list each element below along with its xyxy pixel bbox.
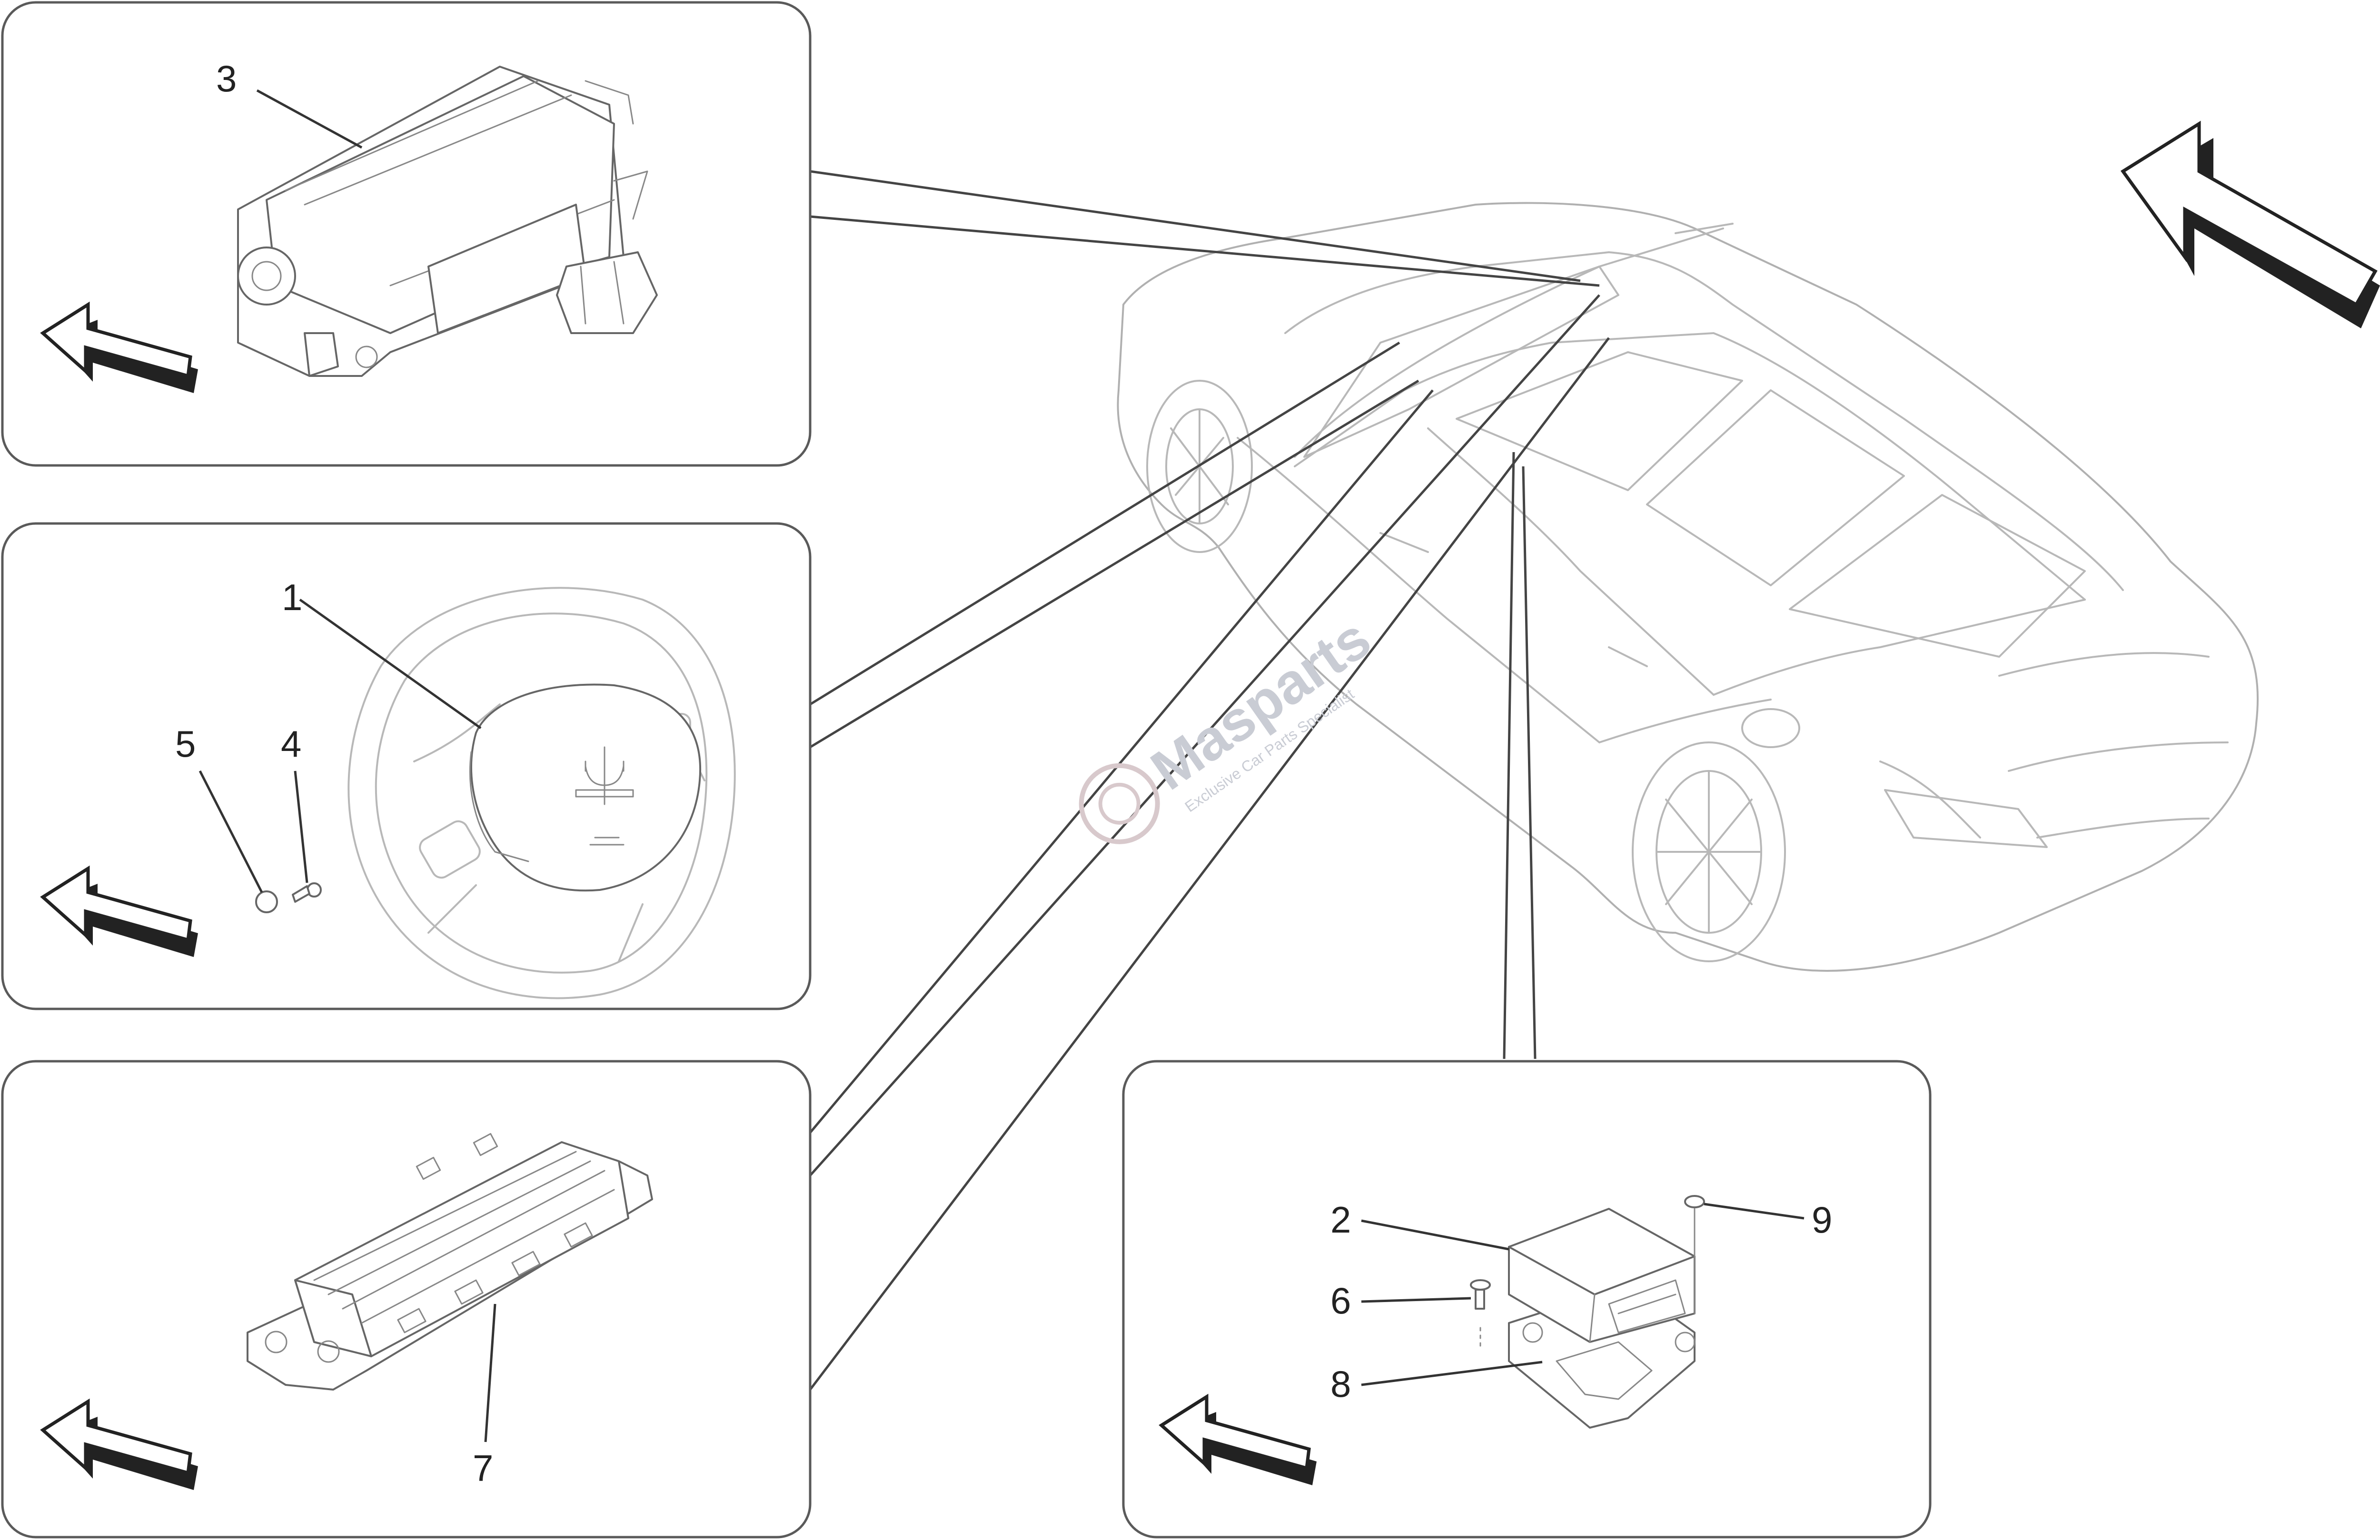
callout-number-8: 8 (1330, 1363, 1351, 1405)
callout-number-1: 1 (282, 576, 302, 618)
callout-number-7: 7 (473, 1447, 493, 1489)
panel-side-airbag: 3 (1, 1, 812, 467)
trident-logo (575, 746, 634, 805)
panel-steering-airbag: 1 4 5 (1, 522, 812, 1010)
callout-number-4: 4 (281, 723, 301, 765)
masparts-watermark: Masparts Exclusive Car Parts Specialist (1079, 606, 1382, 844)
main-direction-arrow (2120, 120, 2380, 328)
callout-number-5: 5 (175, 723, 196, 765)
callout-lines (809, 170, 1610, 1391)
direction-arrow (1159, 1393, 1317, 1485)
callout-number-6: 6 (1330, 1280, 1351, 1322)
direction-arrow (40, 865, 198, 957)
direction-arrow (40, 1398, 198, 1490)
direction-arrow (40, 301, 198, 393)
callout-number-2: 2 (1330, 1199, 1351, 1241)
panel-control-unit: 2 6 8 9 (1122, 1060, 1932, 1539)
car-illustration (1117, 202, 2259, 972)
callout-number-3: 3 (216, 58, 237, 99)
callout-number-9: 9 (1812, 1199, 1832, 1241)
panel-knee-airbag: 7 (1, 1060, 812, 1539)
